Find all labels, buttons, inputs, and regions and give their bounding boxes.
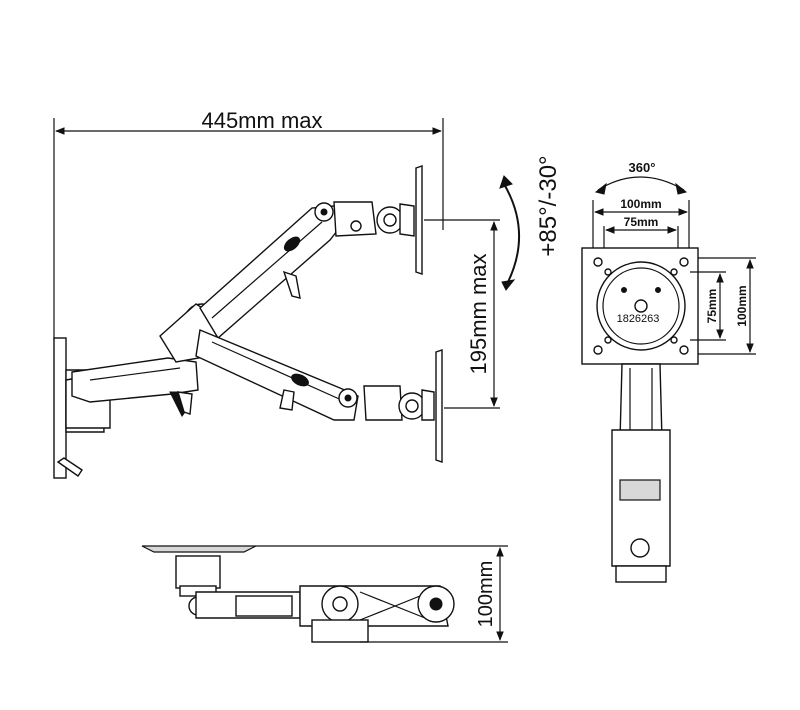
vesa-100-horizontal-label: 100mm (620, 197, 661, 211)
side-view: 445mm max (53, 108, 562, 479)
vesa-100-vertical-label: 100mm (735, 285, 749, 326)
upper-vesa-plate (415, 165, 423, 275)
lower-arm-logo (291, 373, 309, 387)
width-max-label: 445mm max (201, 108, 322, 133)
upper-spring-arm (199, 205, 345, 340)
watermark-text: 1826263 (617, 313, 660, 325)
upper-arm-logo (283, 236, 301, 252)
rotation-arc (597, 176, 685, 191)
top-view: 100mm (141, 545, 508, 643)
base-height-label: 100mm (475, 561, 497, 628)
front-arm-upper (619, 363, 663, 441)
vesa-75-horizontal-label: 75mm (624, 215, 659, 229)
top-view-head (175, 555, 221, 589)
lower-horizontal-arm (71, 357, 199, 403)
wall-plate (53, 337, 67, 479)
vesa-hole (593, 257, 603, 267)
lower-spring-arm (195, 329, 359, 421)
vesa-hole (679, 345, 689, 355)
front-arm-joint (619, 479, 661, 501)
vesa-75-vertical-label: 75mm (705, 289, 719, 324)
front-arm-knob (630, 538, 650, 558)
wall-plate-foot (56, 457, 83, 477)
vesa-hole (679, 257, 689, 267)
top-view-vesa-plate (141, 545, 257, 553)
rotation-label: 360° (629, 160, 656, 175)
top-view-clamp (311, 619, 369, 643)
upper-head-block (333, 201, 377, 237)
front-view: 360° 100mm 75mm 1826263 75mm (581, 160, 756, 583)
vesa-hole-75 (604, 268, 612, 276)
lower-vesa-plate (435, 349, 443, 463)
lower-arm-tension-knob (279, 389, 295, 411)
upper-arm-tension-knob (282, 270, 301, 299)
front-arm-foot (615, 565, 667, 583)
vesa-hole-75 (670, 336, 678, 344)
vesa-hole-75 (604, 336, 612, 344)
tilt-range-label: +85°/-30° (535, 155, 562, 256)
vesa-hole-75 (670, 268, 678, 276)
height-max-label: 195mm max (466, 253, 491, 374)
tilt-arc (503, 183, 521, 283)
vesa-hole (593, 345, 603, 355)
rotation-disc-center (634, 299, 648, 313)
lower-head-block (363, 385, 403, 421)
